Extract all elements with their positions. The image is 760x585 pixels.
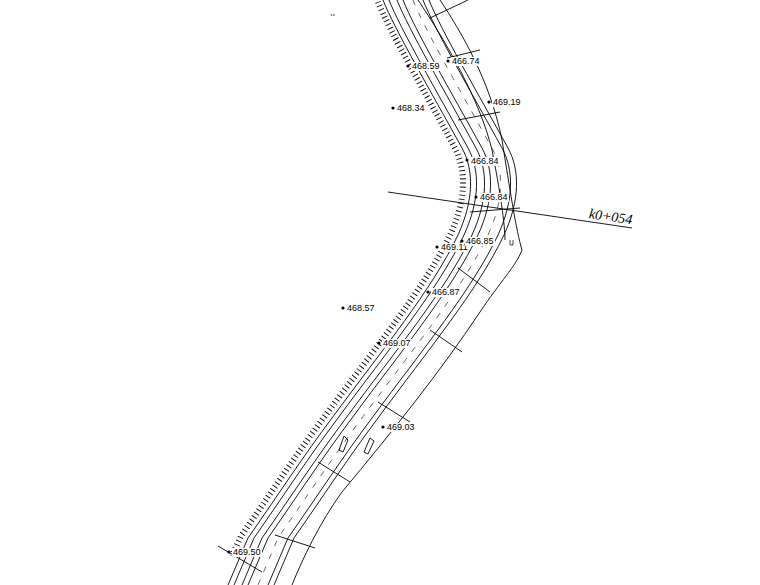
elevation-label: 468.57 [346,304,376,313]
slope-hatching [232,2,463,556]
survey-point [487,100,490,103]
elevation-label: 469.07 [382,339,412,348]
road-line [418,0,505,240]
survey-point [406,64,409,67]
survey-point [435,245,438,248]
elevation-label: 466.84 [479,193,509,202]
direction-arrow [339,436,374,454]
elevation-label: 469.03 [386,423,416,432]
mark-symbol [331,14,334,16]
road-line [248,0,491,585]
survey-point [426,290,429,293]
survey-point [227,550,230,553]
survey-point [474,195,477,198]
survey-point [341,306,344,309]
station-label: k0+054 [587,207,634,227]
elevation-label: 469.19 [492,98,522,107]
road-line [234,0,477,585]
road-outer-edge [292,0,522,585]
survey-point [465,158,468,161]
elevation-label: 466.85 [465,237,495,246]
survey-point [381,425,384,428]
elevation-label: 469.50 [232,548,262,557]
elevation-label: 466.74 [451,57,481,66]
elevation-label: 468.59 [411,62,441,71]
survey-point [391,106,394,109]
elevation-label: 466.87 [431,288,461,297]
road-line [274,0,517,585]
elevation-label: 466.84 [470,157,500,166]
mark-symbol [510,240,513,245]
survey-points [227,59,490,553]
cross-section-line [218,0,520,572]
survey-point [446,59,449,62]
elevation-label: 468.34 [396,104,426,113]
survey-point [377,341,380,344]
